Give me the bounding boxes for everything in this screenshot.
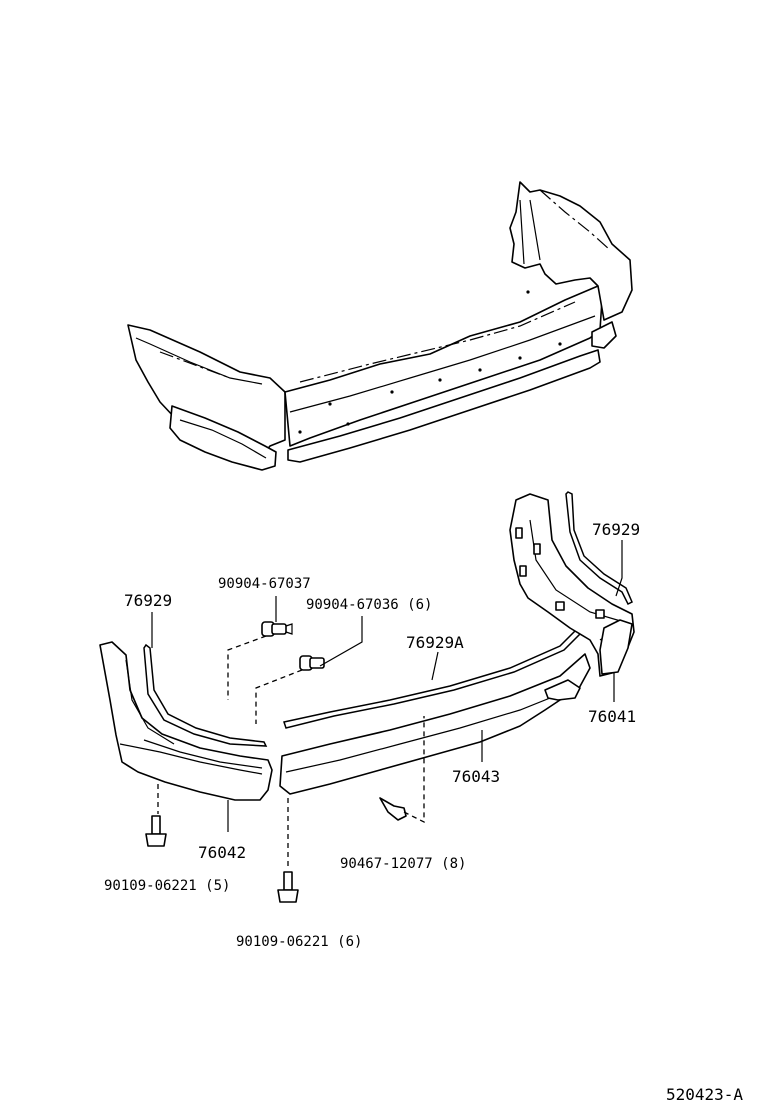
retainer-rh-76929 bbox=[565, 491, 633, 606]
mudguard-lh-76042 bbox=[99, 641, 273, 801]
callout-76043: 76043 bbox=[452, 767, 500, 786]
callout-90467-12077: 90467-12077 (8) bbox=[340, 856, 466, 872]
bolt-90109-06221-center bbox=[277, 871, 299, 903]
callout-76042: 76042 bbox=[198, 843, 246, 862]
callout-76929A: 76929A bbox=[406, 633, 464, 652]
mudguard-center-76043 bbox=[279, 653, 591, 795]
assembly-lines bbox=[157, 635, 425, 870]
screw-90467-12077 bbox=[379, 797, 407, 821]
rear-bumper-assembly-phantom bbox=[127, 181, 633, 471]
figure-code: 520423-A bbox=[666, 1085, 743, 1104]
callout-90904-67037: 90904-67037 bbox=[218, 576, 311, 592]
callout-76929-rh: 76929 bbox=[592, 520, 640, 539]
callout-76929-lh: 76929 bbox=[124, 591, 172, 610]
clip-90904-67036 bbox=[299, 655, 325, 671]
callout-90109-06221-center: 90109-06221 (6) bbox=[236, 934, 362, 950]
callout-76041: 76041 bbox=[588, 707, 636, 726]
callout-90109-06221-lh: 90109-06221 (5) bbox=[104, 878, 230, 894]
mudguard-rh-76041 bbox=[509, 493, 635, 677]
clip-90904-67037 bbox=[261, 621, 293, 637]
retainer-lh-76929 bbox=[143, 643, 268, 747]
leader-lines bbox=[151, 540, 623, 832]
callout-90904-67036: 90904-67036 (6) bbox=[306, 597, 432, 613]
bolt-90109-06221-lh bbox=[145, 815, 167, 847]
